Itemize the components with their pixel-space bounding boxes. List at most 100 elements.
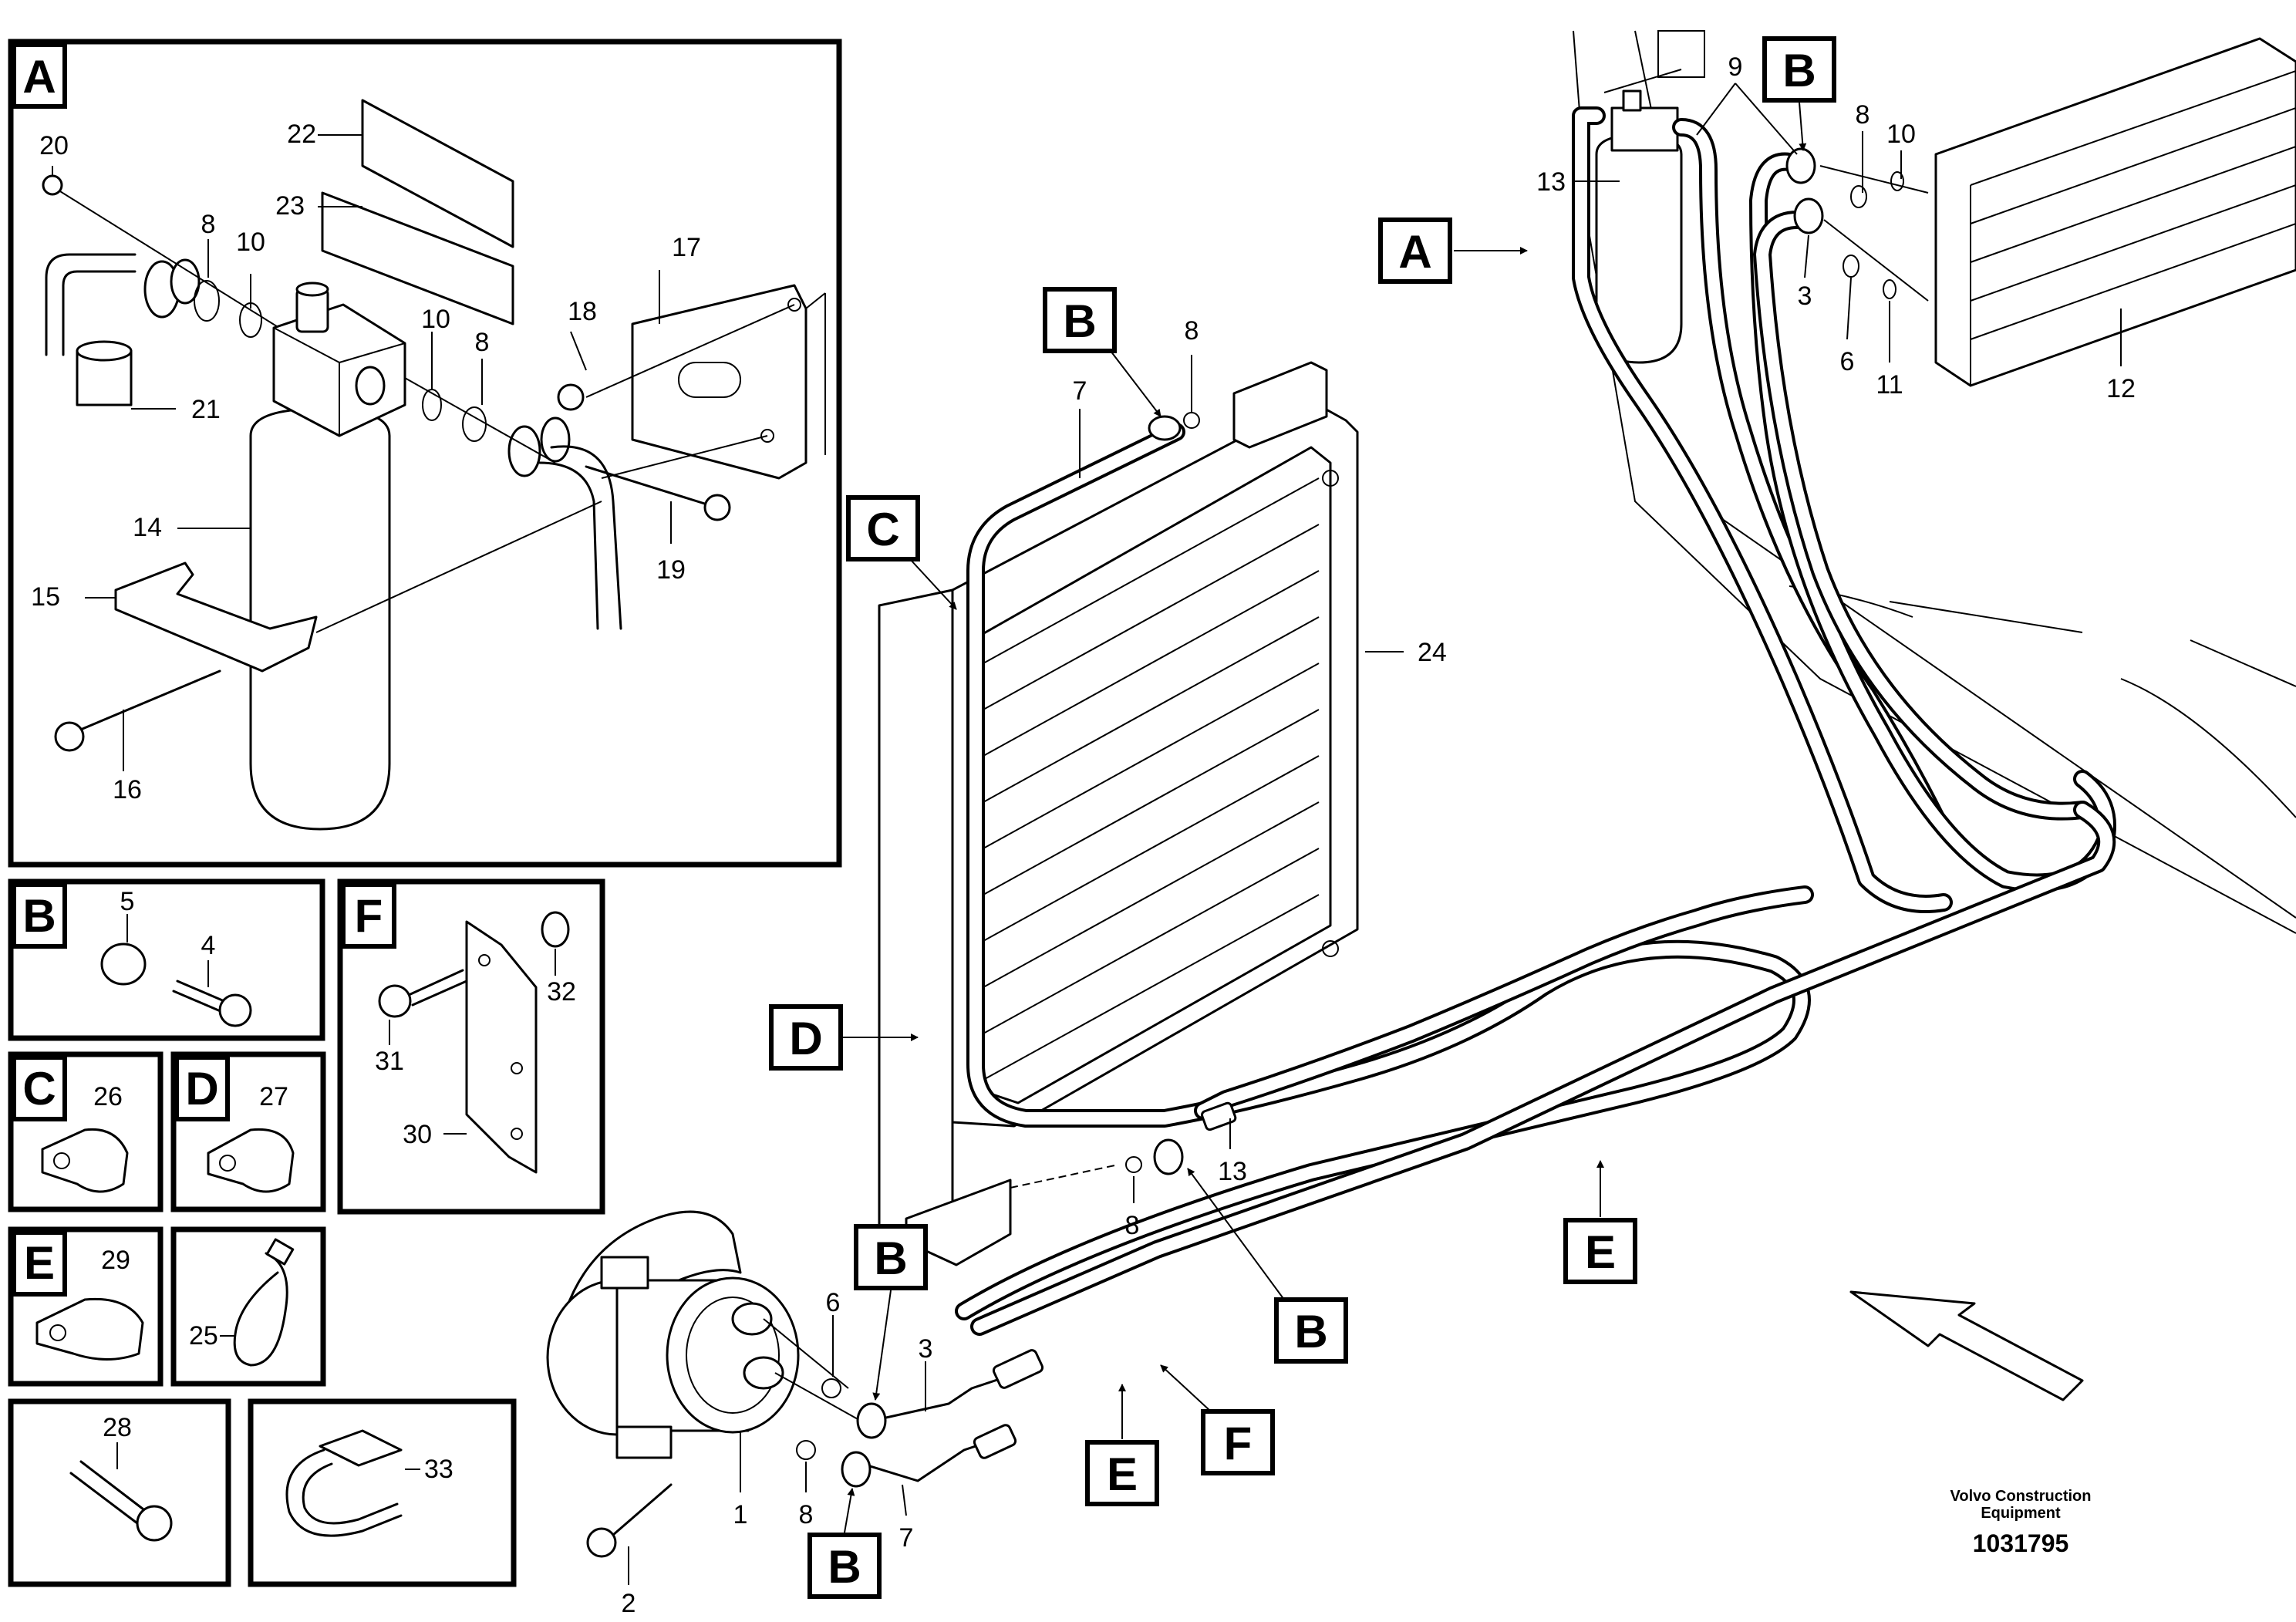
part-number-label: 8 xyxy=(201,210,216,239)
part-number-label: 23 xyxy=(275,191,305,221)
callout-b-lower: B xyxy=(1187,1168,1348,1364)
part-number-label: 22 xyxy=(287,120,316,149)
callout-c: C xyxy=(846,495,957,610)
part-number-label: 17 xyxy=(672,233,701,262)
inset-f: F 32 31 30 xyxy=(337,878,605,1215)
spacer-5 xyxy=(100,943,147,986)
part-number-label: 13 xyxy=(1536,167,1566,197)
part-number-label: 11 xyxy=(1876,370,1903,400)
part-number-label: 8 xyxy=(799,1500,814,1529)
clamp-27 xyxy=(207,1128,295,1193)
part-number-label: A xyxy=(1398,226,1431,278)
part-number-label: B xyxy=(874,1233,907,1284)
part-number-label: 32 xyxy=(547,977,576,1007)
callout-b-top: B xyxy=(1762,36,1836,151)
condenser-24 xyxy=(878,361,1359,1266)
bolt-19 xyxy=(703,494,731,521)
receiver-drier-14 xyxy=(249,407,391,831)
inset-a-letter: A xyxy=(22,51,56,103)
part-number-label: B xyxy=(1063,295,1096,347)
compressor-1 xyxy=(546,1210,800,1459)
part-number-label: 31 xyxy=(375,1047,404,1076)
part-number-label: 6 xyxy=(826,1288,841,1317)
part-number-label: 18 xyxy=(568,297,597,326)
part-number-label: 9 xyxy=(1728,52,1743,82)
part-number-label: B xyxy=(1782,45,1816,96)
part-number-label: 19 xyxy=(656,555,686,585)
inset-e: E 29 xyxy=(8,1226,164,1387)
part-number-label: 12 xyxy=(2106,374,2136,403)
inset-cable-tie: 25 xyxy=(170,1226,326,1387)
part-number-label: 1 xyxy=(733,1500,748,1529)
part-number-label: 24 xyxy=(1418,638,1447,667)
bolt-2 xyxy=(586,1527,617,1558)
part-number-label: F xyxy=(1224,1418,1253,1469)
part-number-label: 27 xyxy=(259,1082,288,1111)
footer-maker-2: Equipment xyxy=(1981,1505,2061,1522)
part-number-label: E xyxy=(1585,1226,1616,1278)
footer: Volvo Construction Equipment 1031795 xyxy=(1950,1488,2092,1557)
washer-20 xyxy=(42,174,63,196)
part-number-label: 15 xyxy=(31,582,60,612)
part-number-label: 3 xyxy=(1798,282,1812,311)
part-number-label: 7 xyxy=(1073,376,1087,406)
part-number-label: 14 xyxy=(133,513,162,542)
inset-bolt: 28 xyxy=(8,1398,231,1587)
cable-tie-25 xyxy=(233,1252,288,1367)
callout-b-condenser: B xyxy=(1043,287,1161,417)
part-number-label: 21 xyxy=(191,395,221,424)
part-number-label: 6 xyxy=(1840,347,1855,376)
part-number-label: D xyxy=(185,1063,218,1114)
part-number-label: C xyxy=(866,504,899,555)
part-number-label: 20 xyxy=(39,131,69,160)
part-number-label: 2 xyxy=(622,1589,636,1618)
callout-d: D xyxy=(769,1004,919,1071)
part-number-label: 8 xyxy=(475,328,490,357)
nut-32 xyxy=(541,911,570,948)
callout-e-bottom: E xyxy=(1085,1384,1159,1506)
part-number-label: 4 xyxy=(201,931,216,960)
part-number-label: 7 xyxy=(899,1523,914,1553)
clamp-26 xyxy=(41,1128,129,1193)
inset-clamp: 33 xyxy=(248,1398,517,1587)
bolt-31 xyxy=(378,984,412,1018)
part-number-label: 3 xyxy=(919,1334,933,1364)
clamp-15 xyxy=(114,561,318,673)
part-number-label: 29 xyxy=(101,1246,130,1275)
part-number-label: E xyxy=(1107,1448,1138,1500)
part-number-label: B xyxy=(1294,1306,1327,1357)
label-plate-22 xyxy=(361,99,514,248)
bracket-30 xyxy=(465,920,538,1174)
callout-e-right: E xyxy=(1563,1160,1637,1284)
bolt-28 xyxy=(136,1505,173,1542)
bolt-18 xyxy=(557,383,585,411)
part-number-label: C xyxy=(22,1063,56,1114)
receiver-drier-cab xyxy=(1595,133,1683,364)
part-number-label: 10 xyxy=(236,228,265,257)
part-number-label: 8 xyxy=(1856,100,1870,130)
doc-number: 1031795 xyxy=(1973,1529,2069,1557)
part-number-label: 33 xyxy=(424,1455,453,1484)
part-number-label: 10 xyxy=(421,305,450,334)
part-number-label: 30 xyxy=(403,1120,432,1149)
part-number-label: 16 xyxy=(113,775,142,804)
evaporator-12 xyxy=(1934,37,2296,387)
inset-b: B 5 4 xyxy=(8,878,325,1041)
part-number-label: 10 xyxy=(1886,120,1916,149)
label-plate-23 xyxy=(321,191,514,325)
part-number-label: 8 xyxy=(1185,316,1199,346)
part-number-label: 28 xyxy=(103,1413,132,1442)
part-number-label: D xyxy=(789,1013,822,1064)
part-number-label: 25 xyxy=(189,1321,218,1351)
bolt-4 xyxy=(218,993,252,1027)
part-number-label: 8 xyxy=(1125,1211,1140,1240)
main-assembly: A B B C D B B xyxy=(546,30,2296,1618)
part-number-label: E xyxy=(24,1237,55,1289)
callout-a: A xyxy=(1378,218,1528,284)
callout-b-comp-lower: B xyxy=(807,1488,882,1599)
footer-maker: Volvo Construction xyxy=(1950,1488,2092,1505)
part-number-label: 26 xyxy=(93,1082,123,1111)
clamp-33 xyxy=(285,1448,403,1537)
view-direction-arrow xyxy=(1849,1290,2084,1401)
